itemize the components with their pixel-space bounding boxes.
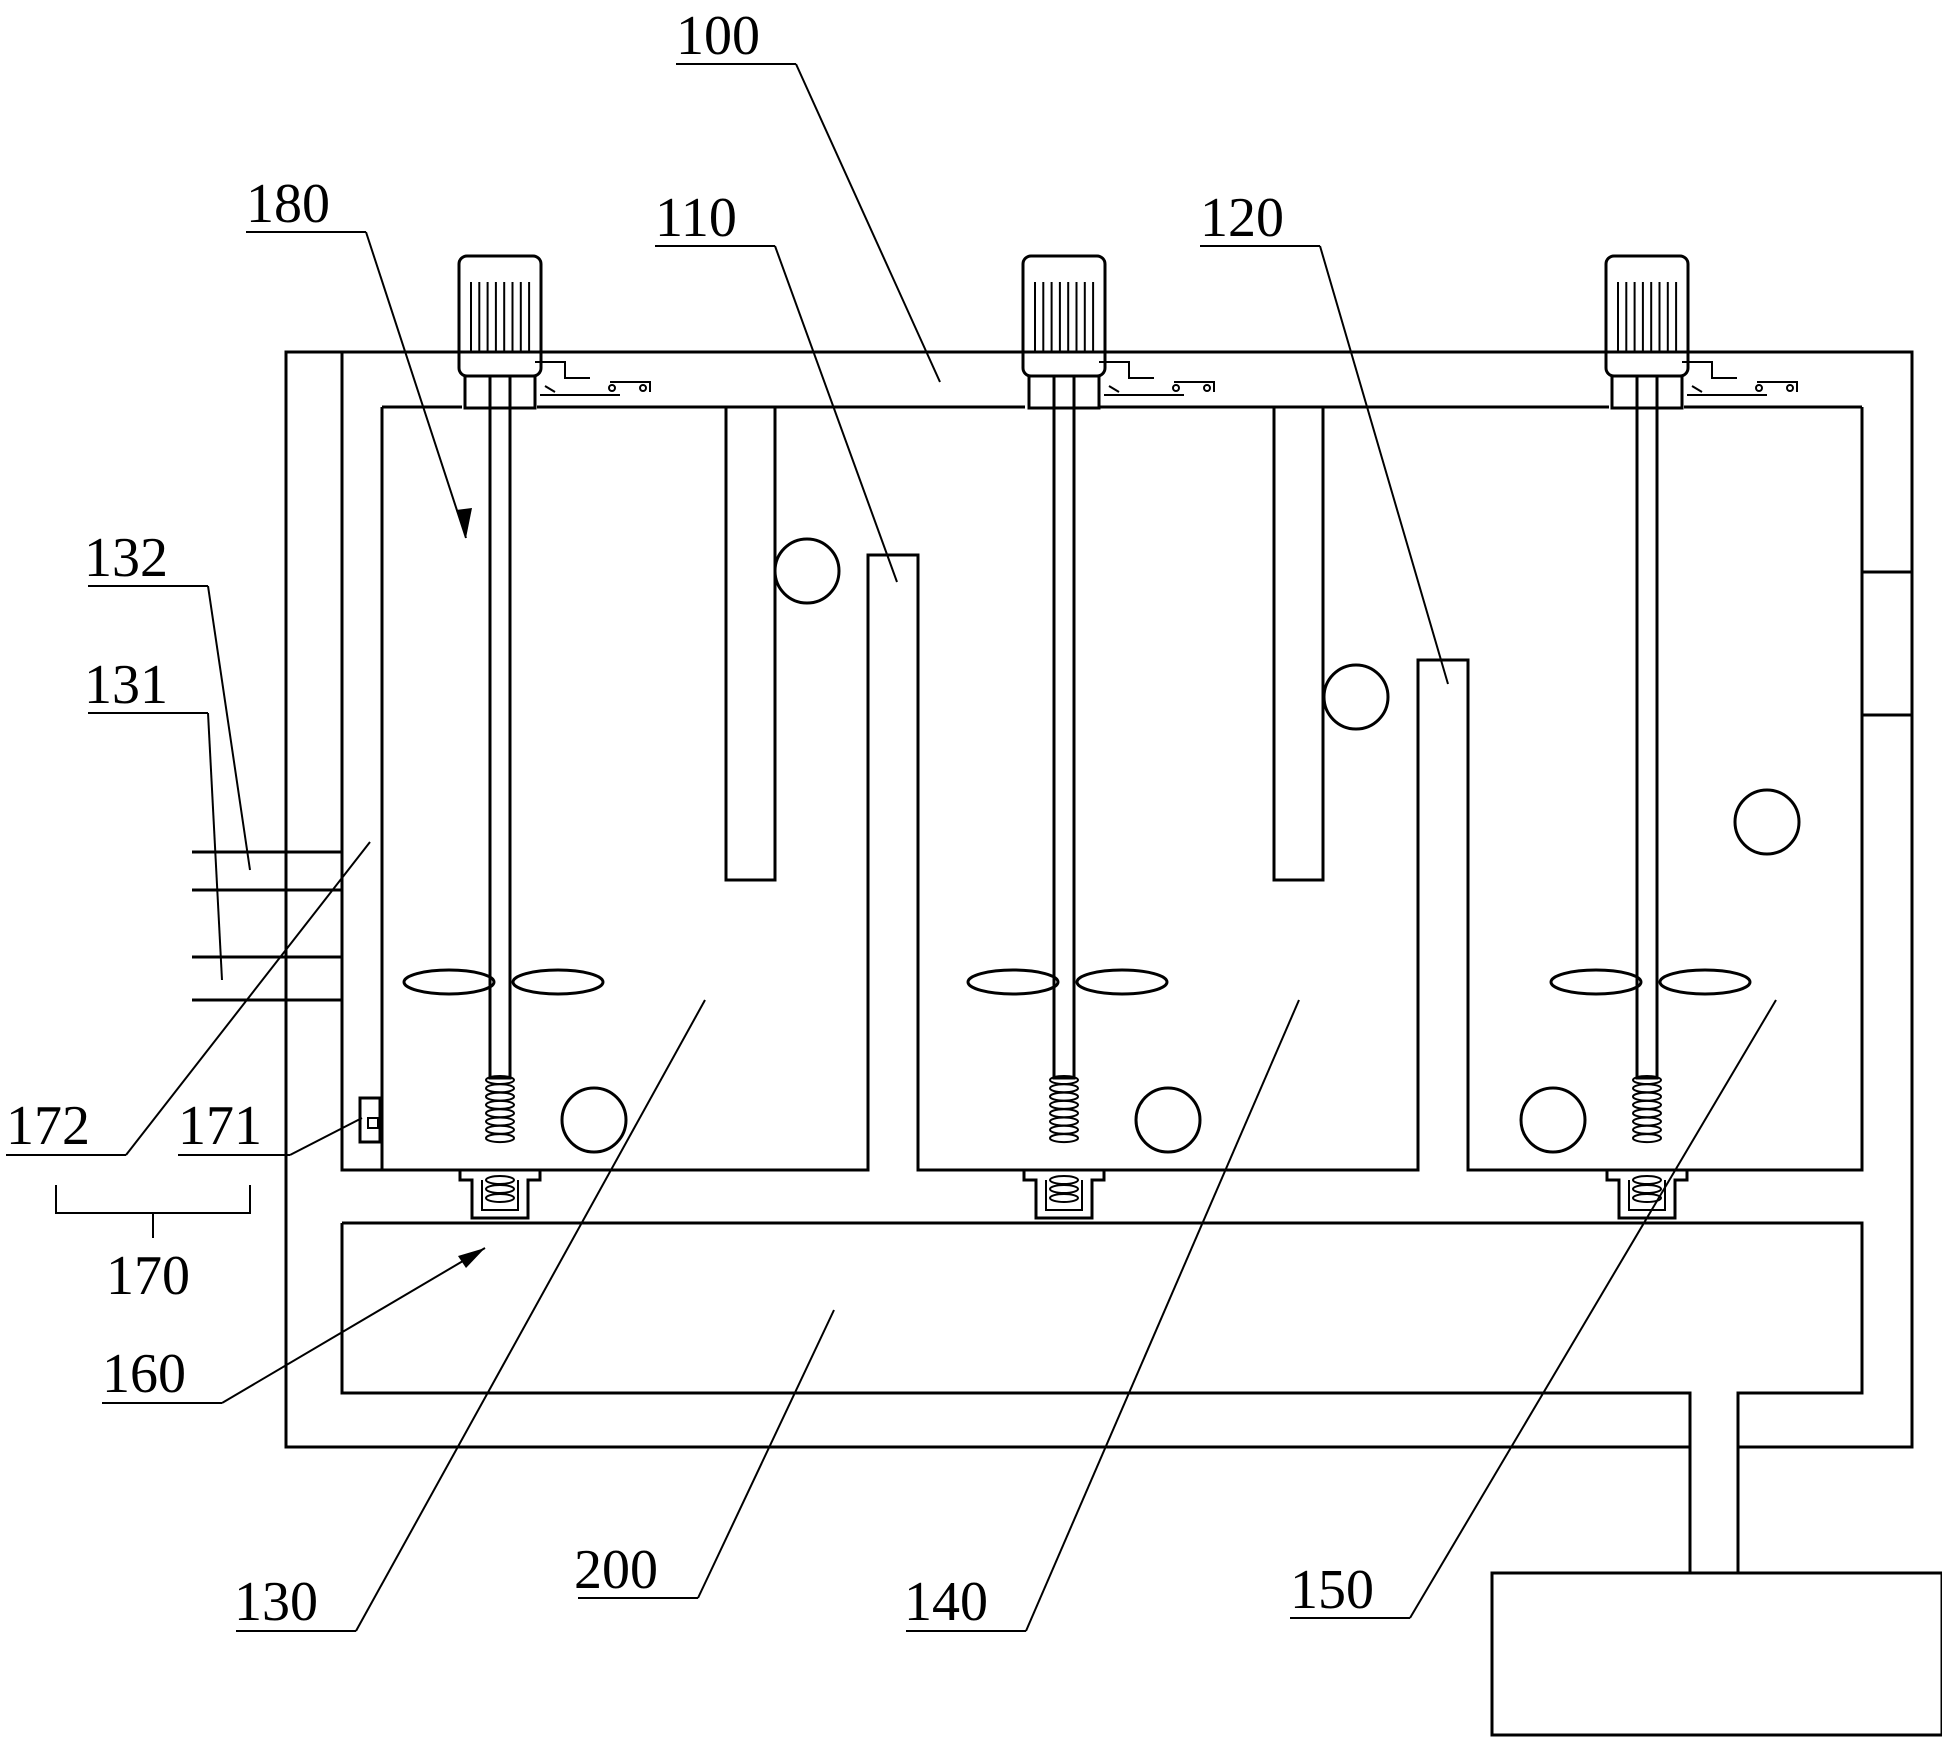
impeller-blade-right-3	[1658, 968, 1752, 996]
label-180: 180	[246, 173, 330, 235]
label-120: 120	[1200, 187, 1284, 249]
label-200: 200	[574, 1539, 658, 1601]
label-100: 100	[676, 5, 760, 67]
impeller-blade-left-3	[1549, 968, 1643, 996]
inlet-pipes	[192, 850, 342, 1002]
stirrer-shaft-3	[1635, 374, 1659, 1080]
impeller-blade-right-1	[511, 968, 605, 996]
label-132: 132	[84, 527, 168, 589]
valve-1	[458, 1170, 542, 1220]
valve-2	[1022, 1170, 1106, 1220]
stirrer-assemblies	[402, 254, 1798, 1220]
impeller-blade-right-2	[1075, 968, 1169, 996]
label-171: 171	[178, 1095, 262, 1157]
label-130: 130	[234, 1571, 318, 1633]
stirrer-shaft-1	[488, 374, 512, 1080]
label-140: 140	[904, 1571, 988, 1633]
outer-housing	[284, 350, 1914, 1449]
collection-chamber	[340, 1221, 1942, 1737]
stirrer-shaft-2	[1052, 374, 1076, 1080]
tank-block	[382, 405, 1912, 1172]
leader-lines	[6, 63, 1777, 1632]
label-150: 150	[1290, 1559, 1374, 1621]
impeller-blade-left-2	[966, 968, 1060, 996]
label-172: 172	[6, 1095, 90, 1157]
label-170: 170	[106, 1245, 190, 1307]
bubbles	[560, 537, 1801, 1154]
impeller-blade-left-1	[402, 968, 496, 996]
label-160: 160	[102, 1343, 186, 1405]
reference-numerals: 100 180 110 120 132 131 172 171 170 160 …	[6, 5, 1374, 1633]
sensor-171	[358, 1096, 382, 1144]
label-131: 131	[84, 654, 168, 716]
label-110: 110	[655, 187, 737, 249]
